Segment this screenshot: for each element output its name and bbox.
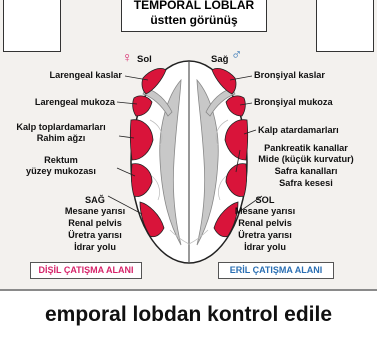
- label-left-mesane: Mesane yarısı: [50, 206, 140, 217]
- female-conflict-zone-box: DİŞİL ÇATIŞMA ALANI: [30, 262, 142, 279]
- label-sol: SOL: [220, 195, 310, 206]
- female-symbol-icon: ♀: [122, 50, 133, 64]
- side-left-label: Sol: [137, 54, 152, 65]
- label-mide: Mide (küçük kurvatur): [236, 154, 376, 165]
- label-left-renal: Renal pelvis: [50, 218, 140, 229]
- label-left-idrar: İdrar yolu: [50, 242, 140, 253]
- male-conflict-zone-box: ERİL ÇATIŞMA ALANI: [218, 262, 334, 279]
- label-kalp-toplardamarlari: Kalp toplardamarları: [2, 122, 120, 133]
- label-bronsiyal-kaslar: Bronşiyal kaslar: [254, 70, 325, 81]
- label-pankreatik: Pankreatik kanallar: [236, 143, 376, 154]
- label-right-mesane: Mesane yarısı: [220, 206, 310, 217]
- title-line1: TEMPORAL LOBLAR: [122, 0, 266, 12]
- label-right-renal: Renal pelvis: [220, 218, 310, 229]
- label-bronsiyal-mukoza: Bronşiyal mukoza: [254, 97, 333, 108]
- side-right-label: Sağ: [211, 54, 228, 65]
- label-rahim-agzi: Rahim ağzı: [2, 133, 120, 144]
- diagram-panel: TEMPORAL LOBLAR üstten görünüş ♀ Sol Sağ…: [0, 0, 377, 291]
- label-right-idrar: İdrar yolu: [220, 242, 310, 253]
- label-safra-kanallari: Safra kanalları: [236, 166, 376, 177]
- title-line2: üstten görünüş: [122, 13, 266, 27]
- title-box: TEMPORAL LOBLAR üstten görünüş: [121, 0, 267, 32]
- bottom-heading: emporal lobdan kontrol edile: [0, 302, 377, 328]
- male-symbol-icon: ♂: [231, 47, 242, 62]
- label-rektum: Rektum: [2, 155, 120, 166]
- label-right-uretra: Üretra yarısı: [220, 230, 310, 241]
- label-yuzey-mukozasi: yüzey mukozası: [2, 166, 120, 177]
- label-larengeal-kaslar: Larengeal kaslar: [49, 70, 122, 81]
- label-kalp-atardamarlari: Kalp atardamarları: [258, 125, 339, 136]
- label-larengeal-mukoza: Larengeal mukoza: [35, 97, 115, 108]
- label-sag: SAĞ: [50, 195, 140, 206]
- label-left-uretra: Üretra yarısı: [50, 230, 140, 241]
- label-safra-kesesi: Safra kesesi: [236, 178, 376, 189]
- left-brain-thumbnail: [3, 0, 61, 52]
- right-brain-thumbnail: [316, 0, 374, 52]
